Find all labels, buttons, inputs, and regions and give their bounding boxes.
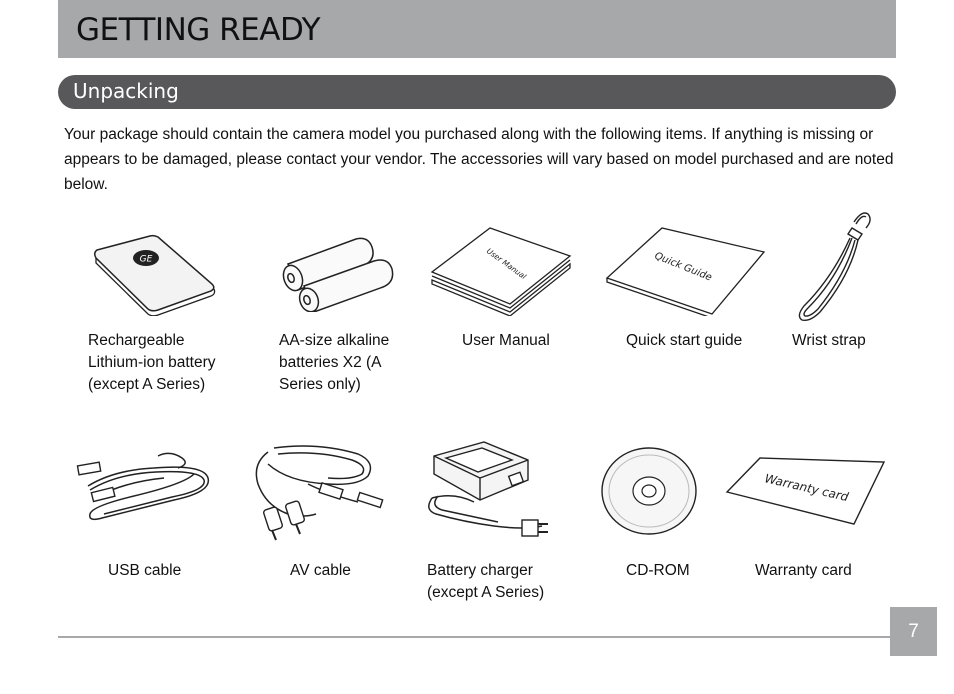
aa-batteries-icon [282,237,394,312]
battery-icon: GE [93,234,216,316]
battery-charger-icon [428,441,548,537]
page-header: GETTING READY [58,0,896,58]
av-cable-icon [255,445,384,541]
section-title: Unpacking [73,79,179,103]
intro-paragraph: Your package should contain the camera m… [64,126,894,193]
caption-cd-rom: CD-ROM [626,562,690,579]
section-bar: Unpacking [58,75,896,109]
footer-rule [58,636,890,638]
caption-usb-cable: USB cable [108,562,182,579]
warranty-card-icon: Warranty card [725,457,886,525]
page-number: 7 [890,607,937,656]
caption-wrist-strap: Wrist strap [792,332,866,349]
wrist-strap-icon [798,212,871,322]
user-manual-icon: User Manual [430,227,572,316]
caption-av-cable: AV cable [290,562,351,579]
cd-rom-icon [601,447,697,535]
page-title: GETTING READY [76,12,321,48]
caption-aa-batteries: AA-size alkaline batteries X2 (A Series … [279,332,390,393]
caption-user-manual: User Manual [462,332,550,349]
caption-battery: Rechargeable Lithium-ion battery (except… [88,332,216,393]
quick-guide-icon: Quick Guide [605,227,766,316]
caption-quick-guide: Quick start guide [626,332,743,349]
caption-warranty-card: Warranty card [755,562,852,579]
usb-cable-icon [76,452,210,521]
battery-logo-text: GE [140,255,153,265]
caption-battery-charger: Battery charger (except A Series) [427,562,545,601]
